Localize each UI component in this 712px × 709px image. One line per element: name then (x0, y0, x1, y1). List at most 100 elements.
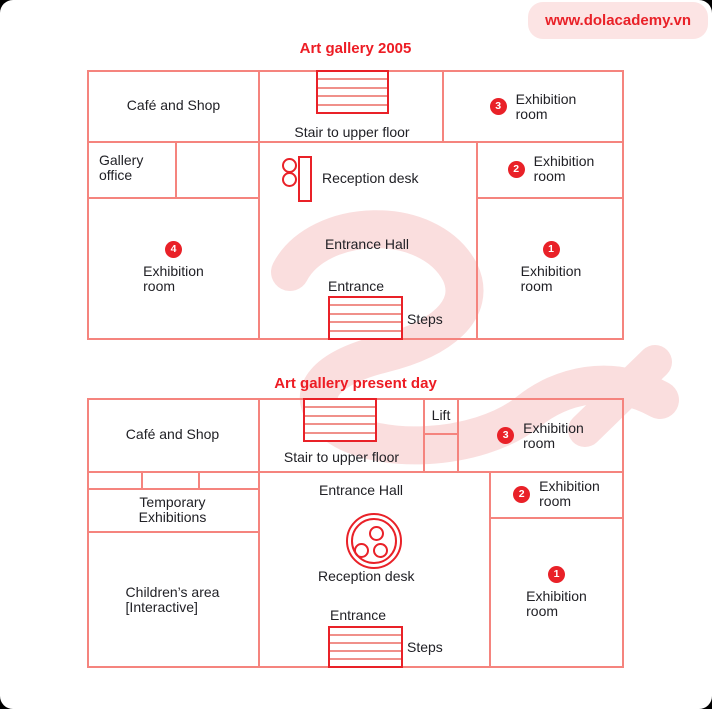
wall (489, 517, 624, 519)
stair-step-line (305, 423, 375, 426)
stair-step-line (318, 95, 387, 98)
wall (442, 70, 444, 143)
stair-label: Stair to upper floor (260, 450, 423, 465)
steps-text: Steps (407, 639, 443, 655)
stair-step-line (330, 642, 401, 644)
room-lift: Lift (423, 398, 459, 433)
wall (87, 197, 258, 199)
floor-plan-2005: Café and Shop Stair to upper floor Galle… (87, 70, 624, 340)
wall (87, 471, 624, 473)
wall (258, 70, 260, 340)
exhibition-room-label: Exhibition room (534, 154, 595, 184)
stair-step-line (305, 431, 375, 434)
childrens-area-label: Children’s area [Interactive] (125, 583, 220, 615)
stair-step-line (318, 103, 387, 106)
room-number-badge: 2 (513, 485, 531, 503)
entrance-hall-label: Entrance Hall (319, 483, 403, 498)
cafe-shop-label: Café and Shop (126, 97, 221, 113)
entrance-hall-text: Entrance Hall (319, 482, 404, 498)
wall (141, 471, 143, 490)
entrance-label: Entrance (328, 279, 384, 294)
stair-step-line (318, 78, 387, 81)
reception-chair-icon (282, 158, 297, 173)
exhibition-line1: Exhibition (523, 419, 584, 436)
room-exhibition-3: 3 Exhibition room (444, 72, 622, 141)
entrance-text: Entrance (330, 607, 387, 623)
reception-seat-icon (373, 543, 388, 558)
exhibition-line2: room (539, 493, 572, 509)
exhibition-line1: Exhibition (533, 153, 595, 169)
gallery-office-line1: Gallery (99, 152, 144, 168)
room-number-badge: 3 (497, 427, 515, 444)
room-number-badge: 3 (489, 98, 507, 115)
reception-counter-symbol (298, 156, 312, 202)
room-cafe-shop: Café and Shop (87, 70, 260, 141)
entrance-hall-text: Entrance Hall (324, 236, 410, 252)
lift-label: Lift (431, 407, 451, 423)
room-exhibition-3: 3 Exhibition room (459, 400, 622, 471)
room-exhibition-2: 2 Exhibition room (489, 471, 624, 517)
stair-step-line (330, 634, 401, 636)
wall (87, 531, 258, 533)
stair-step-line (330, 650, 401, 652)
steps-symbol (328, 626, 403, 668)
room-number-badge: 2 (507, 160, 525, 178)
cafe-shop-label: Café and Shop (125, 426, 220, 442)
exhibition-line2: room (526, 603, 559, 619)
room-temporary-exhibitions: Temporary Exhibitions (87, 488, 258, 531)
exhibition-line2: room (523, 434, 556, 451)
exhibition-room-label: Exhibition room (539, 479, 600, 509)
room-exhibition-2: 2 Exhibition room (478, 141, 624, 197)
wall (87, 70, 89, 340)
plan-present-title: Art gallery present day (274, 375, 437, 392)
exhibition-line1: Exhibition (539, 478, 600, 494)
temporary-exhibitions-line1: Temporary (139, 493, 206, 510)
wall (622, 70, 624, 340)
stair-step-line (305, 406, 375, 409)
reception-chair-icon (282, 172, 297, 187)
reception-desk-inner-ring (351, 518, 397, 564)
exhibition-line1: Exhibition (526, 588, 587, 604)
childrens-area-line2: [Interactive] (125, 598, 198, 615)
entrance-hall-label: Entrance Hall (258, 237, 476, 252)
stair-step-line (330, 312, 401, 315)
stair-step-line (305, 414, 375, 417)
stair-label: Stair to upper floor (260, 125, 444, 140)
reception-desk-label: Reception desk (318, 569, 415, 584)
room-gallery-office: Gallery office (99, 153, 143, 183)
stair-step-line (330, 658, 401, 660)
reception-desk-symbol (346, 513, 402, 569)
reception-desk-label: Reception desk (322, 171, 419, 186)
entrance-label: Entrance (330, 608, 386, 623)
reception-desk-text: Reception desk (318, 568, 415, 584)
wall (423, 398, 425, 473)
reception-seat-icon (354, 543, 369, 558)
stairs-symbol (316, 70, 389, 114)
temporary-exhibitions-line2: Exhibitions (138, 508, 207, 525)
stair-step-line (330, 304, 401, 307)
exhibition-line1: Exhibition (515, 90, 577, 107)
exhibition-room-label: Exhibition room (521, 264, 582, 294)
room-number-badge: 4 (165, 241, 182, 258)
room-exhibition-4: 4 Exhibition room (89, 197, 258, 338)
entrance-text: Entrance (328, 278, 385, 294)
floor-plan-present: Café and Shop Stair to upper floor Lift … (87, 398, 624, 668)
steps-label: Steps (407, 312, 443, 327)
steps-text: Steps (407, 311, 443, 327)
childrens-area-line1: Children’s area (125, 583, 220, 600)
exhibition-line1: Exhibition (520, 263, 582, 279)
wall (87, 488, 258, 490)
exhibition-room-label: Exhibition room (523, 419, 584, 451)
stair-step-line (330, 321, 401, 324)
wall (175, 141, 177, 199)
stair-step-line (330, 329, 401, 332)
reception-seat-icon (369, 526, 384, 541)
site-url-badge: www.dolacademy.vn (528, 2, 708, 39)
exhibition-line2: room (533, 168, 566, 184)
stairs-symbol (303, 398, 377, 442)
wall (198, 471, 200, 490)
stair-label-text: Stair to upper floor (294, 124, 410, 140)
exhibition-room-label: Exhibition room (515, 90, 577, 122)
